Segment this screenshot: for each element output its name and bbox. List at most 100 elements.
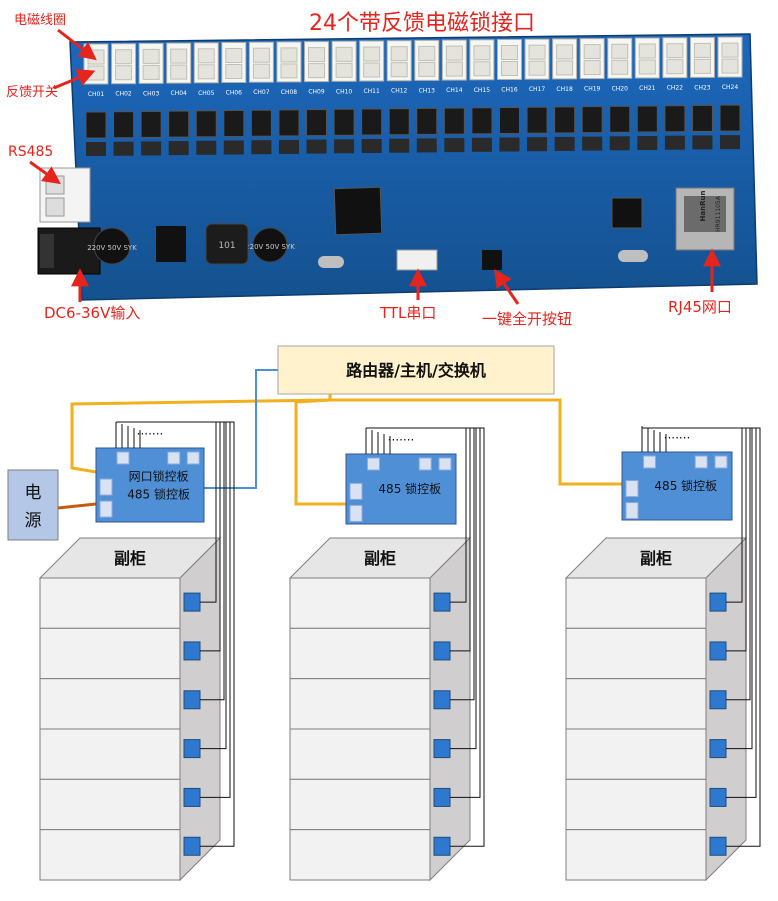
mosfet-diode [582,136,603,151]
mosfet-diode [306,139,327,154]
power-wire [57,502,97,510]
mosfet-diode [416,138,437,153]
cabinet-door [289,829,431,881]
callout-coil: 电磁线圈 [14,13,66,28]
connector-pin [335,46,353,62]
lock-module [709,641,727,661]
connector-pin [170,64,188,80]
connector-pin [500,61,518,76]
channel-label: CH19 [584,86,601,93]
mosfet [195,110,217,138]
rs485-pin [45,197,65,217]
connector-pin [611,59,629,75]
lock-wire [642,427,761,847]
lock-connector [552,38,578,80]
connector-pin [335,62,353,78]
mosfet-diode [554,136,575,151]
connector-pin [390,62,408,78]
lock-module [433,836,451,856]
board-terminal [714,455,728,469]
cabinet-door [289,678,431,730]
arrow-one-key [493,269,520,305]
connector-pin [252,47,270,63]
wire-dots: ······· [388,433,415,447]
lock-module [433,690,451,710]
connector-pin [418,61,436,77]
mosfet-diode [113,141,134,156]
connector-pin [556,60,574,76]
cabinet-door [565,577,707,629]
connector-pin [308,47,326,63]
connector-pin [721,58,739,74]
mcu-chip [333,186,383,236]
mosfet [168,110,190,138]
channel-label: CH13 [419,87,436,94]
arrow-coil [57,28,97,61]
mosfet-diode [637,136,658,150]
cabinet-door [39,728,181,780]
connector-pin [693,42,711,58]
connector-pin [363,46,381,62]
channel-label: CH21 [639,85,656,92]
arrow-rs485 [29,160,61,185]
inductor-label: 101 [218,241,235,251]
cabinet: 副柜 [564,427,761,882]
mosfet-diode [664,135,685,150]
connector-row [83,36,743,85]
lock-board-label: 网口锁控板 [129,469,189,484]
mosfet [664,105,686,133]
mosfet [443,107,465,135]
mosfet [278,109,300,137]
cabinet-door [289,778,431,831]
callout-rs485: RS485 [8,144,53,160]
board-terminal [438,457,452,471]
lock-connector [469,39,495,81]
mosfet [250,109,272,137]
channel-label: CH06 [226,90,243,97]
lock-connector [331,40,357,82]
connector-pin [390,46,408,62]
rj45-brand: HanRun [699,191,707,222]
rj45-model: HR911105A [715,195,722,232]
connector-pin [583,60,601,76]
channel-label: CH22 [667,85,684,92]
mosfet [416,107,438,135]
channel-label: CH12 [391,88,408,95]
board-terminal [643,455,656,469]
connector-pin [115,49,133,65]
mosfet [691,104,713,132]
lock-connector [607,37,633,79]
lock-connector [111,43,137,85]
cabinet-door [289,577,431,629]
cabinet-door [39,778,181,831]
lock-module [183,739,201,759]
lock-board-label: 485 锁控板 [654,478,717,493]
cabinet: 副柜 [38,421,235,882]
cabinet-label: 副柜 [640,549,672,568]
lock-module [709,690,727,710]
mosfet [471,107,493,135]
board-port [625,502,639,520]
channel-label: CH08 [281,89,298,96]
cabinet-door [39,627,181,680]
router-label: 路由器/主机/交换机 [346,361,486,380]
channel-label: CH03 [143,90,160,97]
board-port [99,478,113,496]
board-port [99,500,113,518]
mosfet-diode [196,140,217,155]
connector-pin [197,48,215,64]
callout-feedback: 反馈开关 [6,85,58,100]
board-port [349,504,363,522]
mosfet-diode [86,142,106,156]
connector-pin [611,43,629,59]
lock-connector [579,38,605,80]
cabinet-door [565,728,707,780]
lock-board-body [621,451,733,521]
lock-connector [524,38,550,80]
page-title: 24个带反馈电磁锁接口 [309,11,535,36]
connector-pin [142,48,160,64]
lock-connector [359,40,385,82]
wire-dots: ······· [664,431,691,445]
channel-label: CH10 [336,88,353,95]
